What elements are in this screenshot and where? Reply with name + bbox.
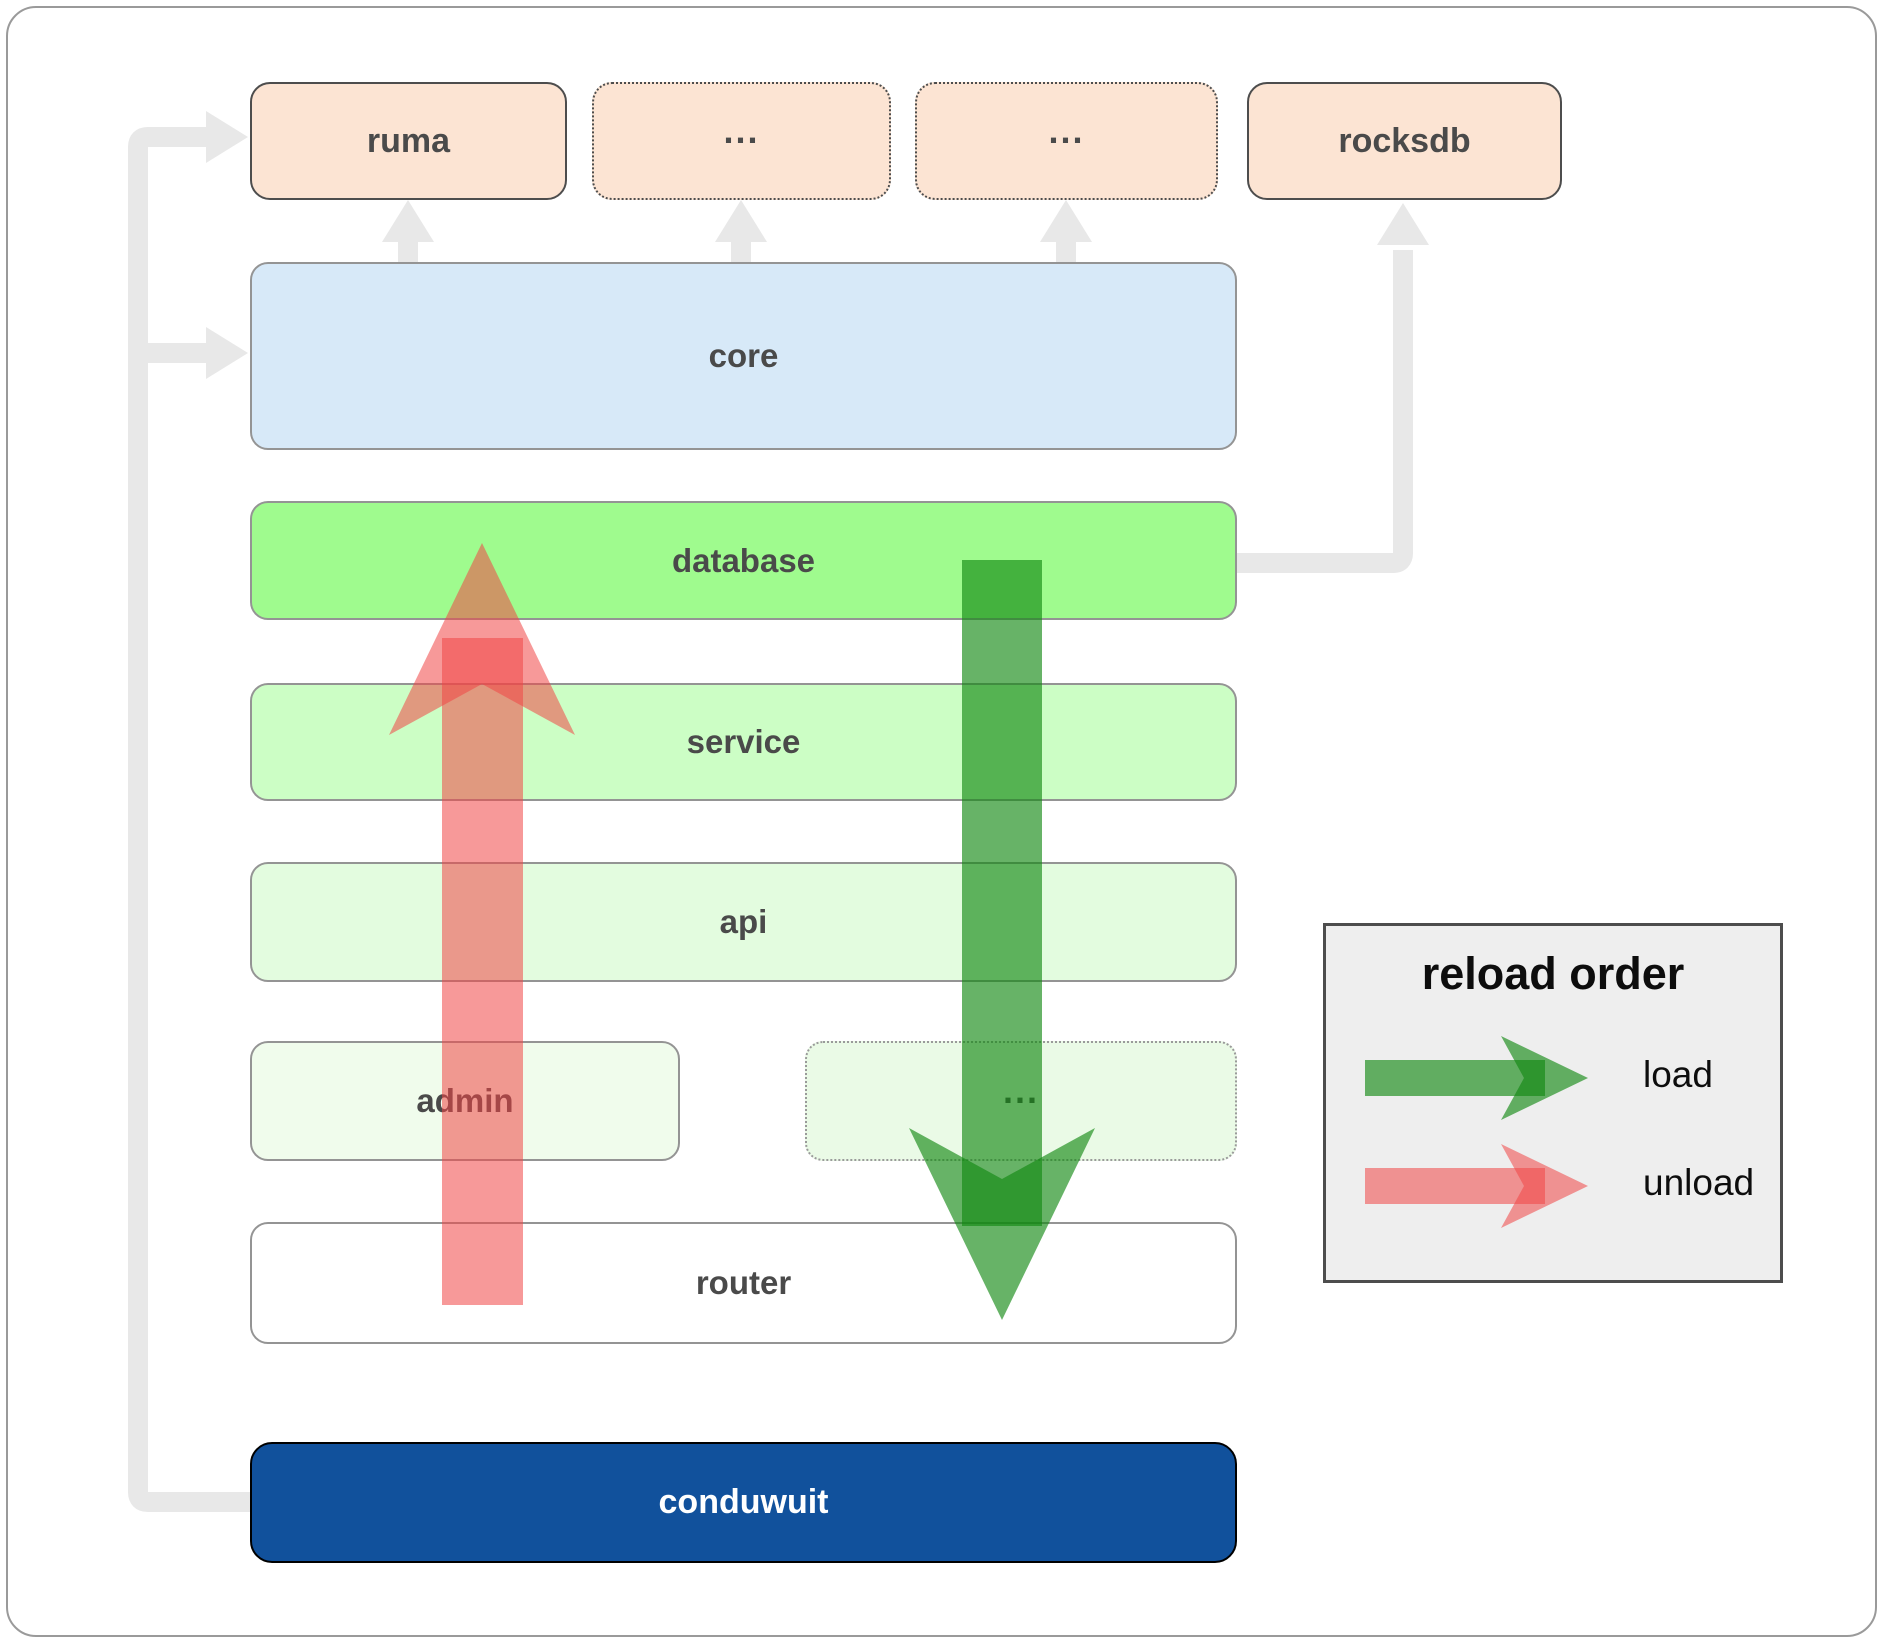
legend-unload-label: unload <box>1643 1162 1755 1203</box>
legend-load-arrow-shaft <box>1365 1060 1545 1096</box>
box-conduwuit: conduwuit <box>250 1442 1237 1563</box>
box-ruma-label: ruma <box>366 121 451 160</box>
box-dots-top-right: ... <box>915 82 1218 200</box>
legend-unload-arrow-shaft <box>1365 1168 1545 1204</box>
box-dots-admin: ... <box>805 1041 1237 1161</box>
legend-panel: reload order load unload <box>1323 923 1783 1283</box>
box-rocksdb-label: rocksdb <box>1338 121 1471 160</box>
box-core-label: core <box>708 337 779 374</box>
box-service: service <box>250 683 1237 801</box>
diagram-border <box>6 6 1877 1637</box>
box-router-label: router <box>695 1264 792 1301</box>
box-conduwuit-label: conduwuit <box>658 1483 829 1521</box>
box-dots-admin-label: ... <box>1002 1070 1039 1111</box>
box-dots-top-right-label: ... <box>1048 110 1085 151</box>
legend-unload-arrow-head <box>1501 1144 1588 1228</box>
legend-title: reload order <box>1421 948 1685 999</box>
box-dots-top-left-label: ... <box>723 110 760 151</box>
legend-unload-arrow <box>1365 1144 1588 1228</box>
box-database-label: database <box>671 541 816 579</box>
legend-load-label: load <box>1643 1054 1713 1095</box>
box-api: api <box>250 862 1237 982</box>
legend-load-arrow-head <box>1501 1036 1588 1120</box>
box-api-label: api <box>719 903 768 940</box>
box-rocksdb: rocksdb <box>1247 82 1562 200</box>
box-database: database <box>250 501 1237 620</box>
box-service-label: service <box>686 723 801 760</box>
box-router: router <box>250 1222 1237 1344</box>
box-core: core <box>250 262 1237 450</box>
box-dots-top-left: ... <box>592 82 891 200</box>
legend-load-arrow <box>1365 1036 1588 1120</box>
box-ruma: ruma <box>250 82 567 200</box>
box-admin-label: admin <box>416 1082 514 1119</box>
box-admin: admin <box>250 1041 680 1161</box>
